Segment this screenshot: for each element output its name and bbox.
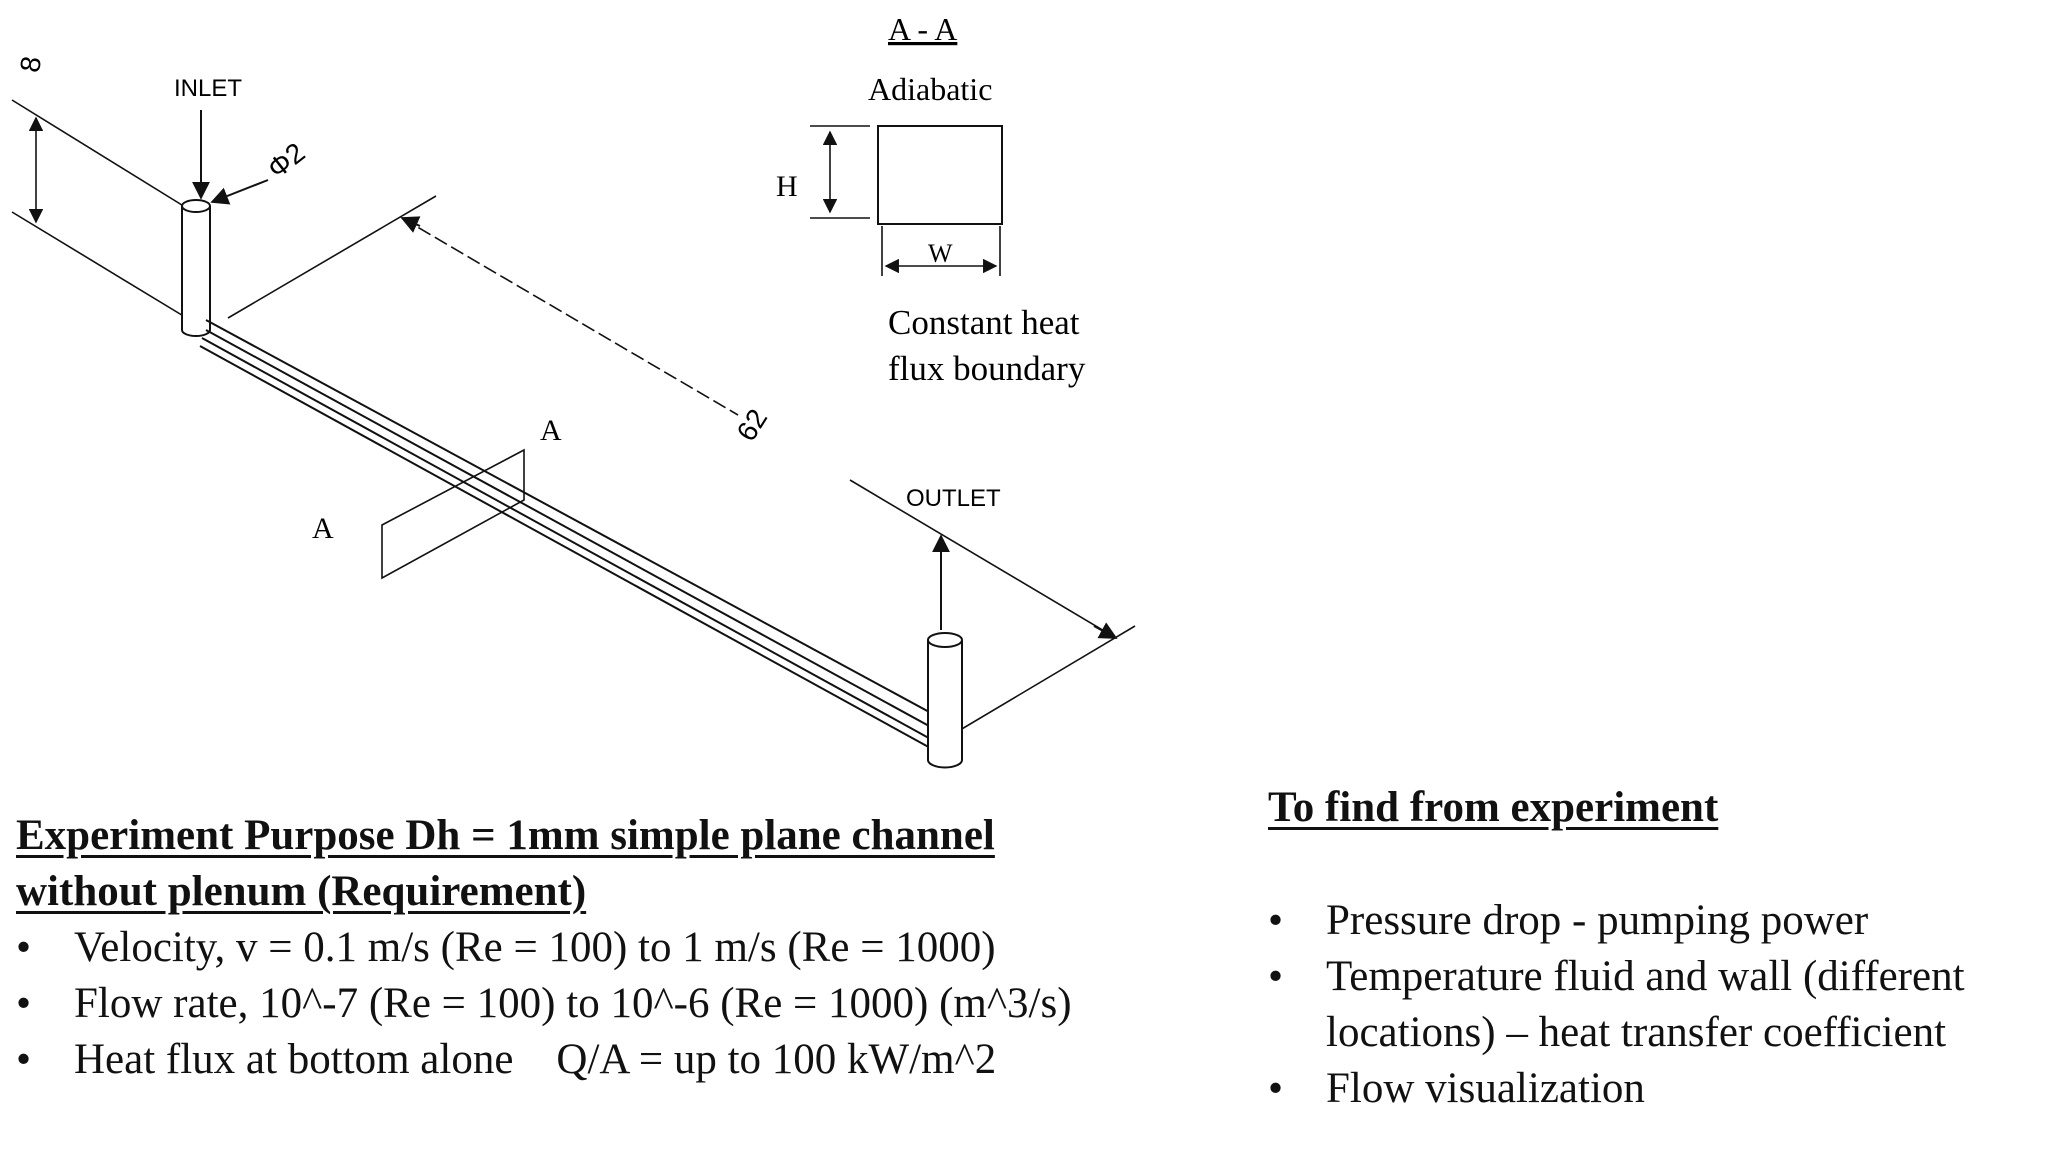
list-item: Flow visualization <box>1268 1061 2038 1117</box>
height-dimension-label: 8 <box>14 54 47 75</box>
channel <box>199 319 945 751</box>
inlet-label: INLET <box>174 75 242 102</box>
section-mark-lower: A <box>312 512 334 545</box>
finding-flow-visualization: Flow visualization <box>1326 1065 1645 1112</box>
h-label: H <box>776 170 798 203</box>
purpose-list: Velocity, v = 0.1 m/s (Re = 100) to 1 m/… <box>16 920 1216 1088</box>
w-label: W <box>928 239 953 268</box>
section-plane <box>381 448 525 580</box>
findings-heading: To find from experiment <box>1268 784 1719 831</box>
purpose-item-heat-flux: Heat flux at bottom alone Q/A = up to 10… <box>74 1036 997 1083</box>
boundary-label-line2: flux boundary <box>888 349 1086 388</box>
diameter-leader <box>210 179 269 205</box>
height-dimension <box>11 99 191 321</box>
outlet-cylinder <box>927 632 963 769</box>
outlet-label: OUTLET <box>906 485 1001 512</box>
adiabatic-label: Adiabatic <box>868 71 992 107</box>
purpose-item-flow-rate: Flow rate, 10^-7 (Re = 100) to 10^-6 (Re… <box>74 980 1072 1027</box>
w-dimension <box>881 226 1001 276</box>
inlet-cylinder <box>181 199 211 337</box>
channel-isometric-drawing: 8 INLET Φ2 62 OUTLET A A A - A Adiabat <box>11 11 1136 769</box>
list-item: Pressure drop - pumping power <box>1268 893 2038 949</box>
section-mark-upper: A <box>540 414 562 447</box>
length-dimension <box>227 195 1136 737</box>
list-item: Flow rate, 10^-7 (Re = 100) to 10^-6 (Re… <box>16 976 1216 1032</box>
purpose-heading: Experiment Purpose Dh = 1mm simple plane… <box>16 812 995 915</box>
boundary-label-line1: Constant heat <box>888 303 1080 342</box>
findings-list: Pressure drop - pumping power Temperatur… <box>1268 893 2038 1117</box>
length-dimension-label: 62 <box>731 404 774 447</box>
section-title: A - A <box>888 11 957 47</box>
list-item: Heat flux at bottom alone Q/A = up to 10… <box>16 1032 1216 1088</box>
list-item: Velocity, v = 0.1 m/s (Re = 100) to 1 m/… <box>16 920 1216 976</box>
cross-section-rect <box>877 125 1003 225</box>
h-dimension <box>810 125 870 219</box>
diameter-label: Φ2 <box>262 137 311 185</box>
list-item: Temperature fluid and wall (different lo… <box>1268 949 2038 1061</box>
finding-pressure-drop: Pressure drop - pumping power <box>1326 897 1869 944</box>
finding-temperature: Temperature fluid and wall (different lo… <box>1326 953 1965 1056</box>
purpose-item-velocity: Velocity, v = 0.1 m/s (Re = 100) to 1 m/… <box>74 924 996 971</box>
